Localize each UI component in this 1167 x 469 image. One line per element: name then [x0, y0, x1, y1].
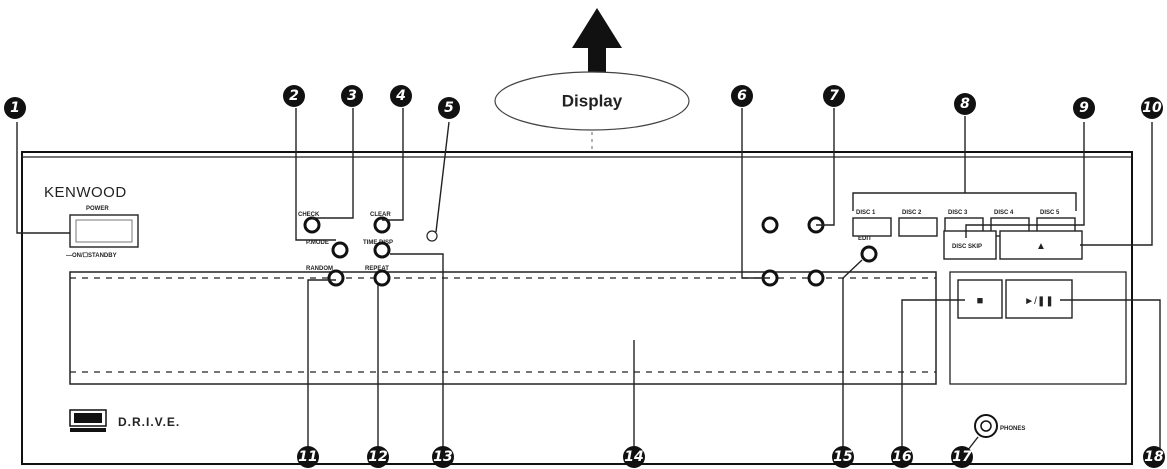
callout-7: 7 [829, 88, 839, 104]
check-button[interactable] [303, 216, 321, 234]
clear-label: CLEAR [370, 212, 391, 218]
play-pause-icon: ►/❚❚ [1024, 296, 1053, 307]
callout-6: 6 [737, 88, 747, 104]
front-panel: KENWOOD POWER —ON/☐STANDBY D.R.I.V.E. CH… [21, 151, 1133, 465]
callout-markers: 1 2 3 4 5 6 7 8 9 10 11 12 13 14 15 16 1… [4, 85, 1165, 468]
callout-1: 1 [10, 100, 20, 116]
time-disp-button[interactable] [373, 241, 391, 259]
brand-logo: KENWOOD [44, 184, 127, 201]
callout-18: 18 [1144, 449, 1164, 465]
disc-skip-label: DISC SKIP [952, 244, 982, 250]
up-arrow-icon [572, 8, 622, 72]
callout-11: 11 [298, 449, 317, 465]
callout-9: 9 [1079, 100, 1089, 116]
callout-10: 10 [1142, 100, 1162, 116]
disc-5-label: DISC 5 [1040, 210, 1060, 216]
disc-1-label: DISC 1 [856, 210, 876, 216]
callout-3: 3 [347, 88, 357, 104]
power-label: POWER [86, 206, 109, 212]
display-label: Display [562, 92, 623, 111]
eject-button[interactable] [999, 230, 1083, 260]
p-mode-button[interactable] [331, 241, 349, 259]
callout-12: 12 [368, 449, 387, 465]
callout-2: 2 [289, 88, 299, 104]
p-mode-label: P.MODE [306, 240, 329, 246]
disc-tray[interactable] [69, 271, 937, 385]
disc-1-button[interactable] [852, 217, 892, 237]
repeat-label: REPEAT [365, 266, 389, 272]
search-forward-button[interactable] [807, 269, 825, 287]
disc-2-label: DISC 2 [902, 210, 922, 216]
edit-label: EDIT [858, 236, 872, 242]
leader-lines [16, 108, 1161, 456]
edit-button[interactable] [860, 245, 878, 263]
callout-8: 8 [960, 96, 970, 112]
disc-2-button[interactable] [898, 217, 938, 237]
disc-4-label: DISC 4 [994, 210, 1014, 216]
skip-back-button[interactable] [761, 216, 779, 234]
indicator-led [426, 230, 438, 242]
compact-disc-logo-icon [69, 409, 107, 432]
stop-button[interactable] [957, 279, 1003, 319]
drive-logo-text: D.R.I.V.E. [118, 415, 180, 429]
play-pause-button[interactable] [1005, 279, 1073, 319]
check-label: CHECK [298, 212, 320, 218]
standby-label: —ON/☐STANDBY [66, 252, 117, 259]
display-bubble [494, 71, 690, 131]
stop-icon: ■ [977, 295, 984, 307]
callout-13: 13 [433, 449, 452, 465]
eject-icon: ▲ [1036, 241, 1046, 252]
phones-label: PHONES [1000, 426, 1025, 432]
clear-button[interactable] [373, 216, 391, 234]
disc-skip-button[interactable] [943, 230, 997, 260]
callout-16: 16 [892, 449, 912, 465]
callout-5: 5 [444, 100, 454, 116]
callout-15: 15 [833, 449, 853, 465]
callout-14: 14 [624, 449, 643, 465]
random-button[interactable] [327, 269, 345, 287]
callout-4: 4 [395, 88, 406, 104]
disc-3-label: DISC 3 [948, 210, 968, 216]
repeat-button[interactable] [373, 269, 391, 287]
random-label: RANDOM [306, 266, 333, 272]
callout-17: 17 [952, 449, 972, 465]
